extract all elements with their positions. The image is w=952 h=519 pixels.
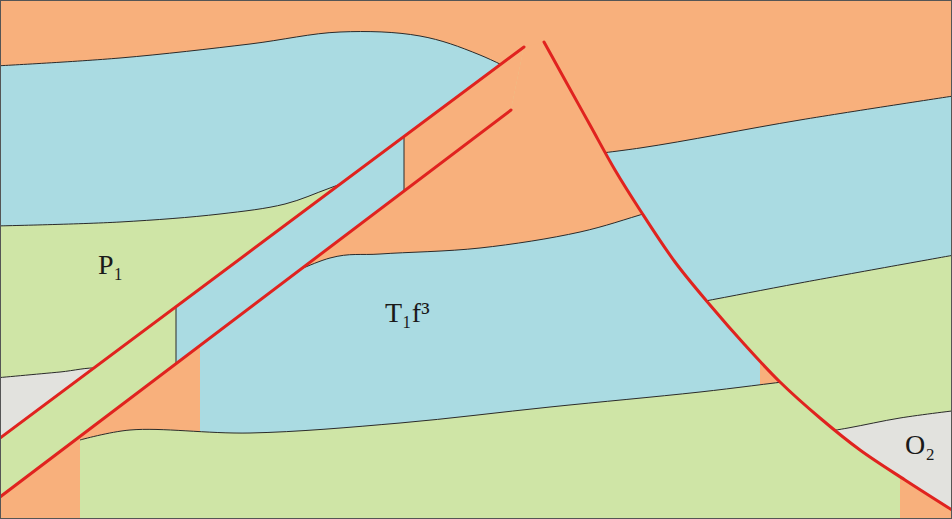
stratum-label: T₁f³	[385, 298, 430, 329]
green-stratum	[600, 254, 952, 519]
thrust-fault	[0, 110, 511, 497]
blue-stratum	[540, 95, 952, 519]
grey-stratum	[800, 410, 952, 519]
green-stratum	[80, 370, 900, 519]
stratum-label: P₁	[98, 250, 123, 281]
thrust-fault	[0, 47, 524, 438]
stratum-boundary	[600, 254, 952, 320]
stratum-label: O₂	[905, 430, 935, 461]
reverse-fault	[544, 42, 952, 510]
stratum-boundary	[540, 95, 952, 160]
